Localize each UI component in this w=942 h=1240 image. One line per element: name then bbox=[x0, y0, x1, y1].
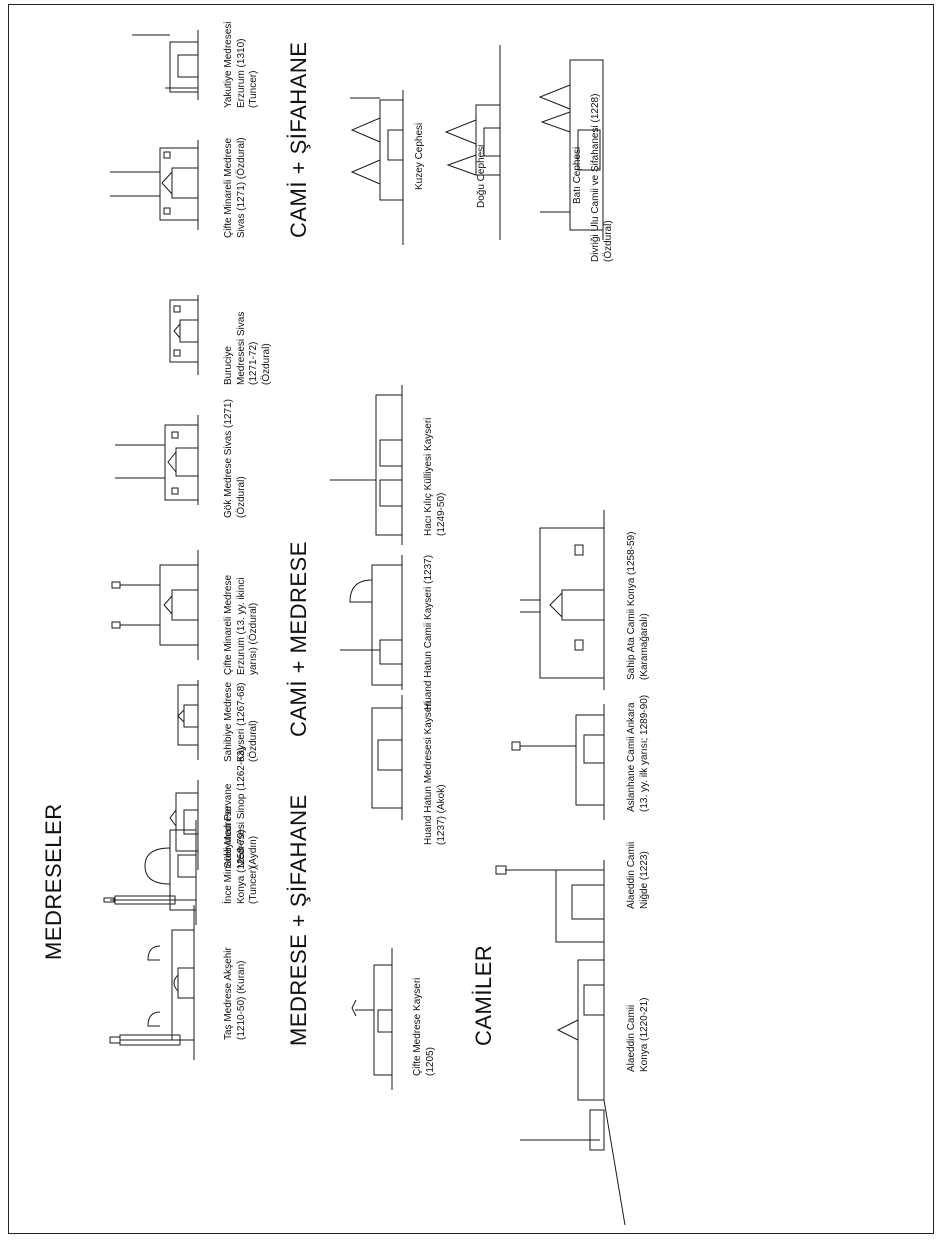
section-title-medreseler: MEDRESELER bbox=[41, 803, 66, 960]
page-frame bbox=[8, 4, 934, 1234]
caption-huand-medrese: Huand Hatun Medresesi Kayseri(1237) (Ako… bbox=[423, 701, 447, 845]
caption-haci-kilic: Hacı Kılıç Külliyesi Kayseri(1249-50) bbox=[423, 417, 447, 536]
caption-aslanhane: Aslanhane Camii Ankara(13. yy. ilk yarıs… bbox=[626, 694, 650, 812]
section-title-cami-medrese: CAMİ + MEDRESE bbox=[286, 541, 311, 737]
section-title-cami-sifahane: CAMİ + ŞİFAHANE bbox=[286, 41, 311, 238]
caption-dogu-cephesi: Doğu Cephesi bbox=[476, 144, 487, 208]
caption-cifte-kayseri: Çifte Medrese Kayseri(1205) bbox=[412, 977, 436, 1076]
caption-tas-medrese: Taş Medrese Akşehir(1210-50) (Kuran) bbox=[223, 947, 247, 1040]
caption-bati-cephesi: Batı Cephesi bbox=[572, 146, 583, 204]
caption-huand-camii: Huand Hatun Camii Kayseri (1237) bbox=[423, 554, 434, 710]
caption-kuzey-cephesi: Kuzey Cephesi bbox=[414, 122, 425, 190]
section-title-camiler: CAMİLER bbox=[471, 944, 496, 1046]
caption-sahip-ata: Sahip Ata Camii Konya (1258-59)(Karamağa… bbox=[626, 531, 650, 680]
caption-gok-medrese: Gök Medrese Sivas (1271)(Özdural) bbox=[223, 399, 247, 518]
caption-divrigi: Divriği Ulu Camii ve Şifahanesi (1228)(Ö… bbox=[590, 93, 614, 262]
section-title-medrese-sifahane: MEDRESE + ŞİFAHANE bbox=[286, 794, 311, 1046]
